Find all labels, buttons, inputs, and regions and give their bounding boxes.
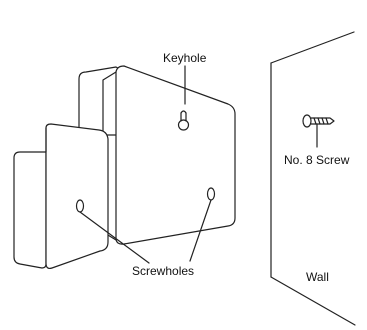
screw-label: No. 8 Screw — [284, 153, 350, 167]
screw-icon — [302, 114, 335, 128]
screwhole-leader-left — [79, 211, 150, 264]
wall-label: Wall — [306, 270, 329, 284]
mounting-plate — [102, 65, 236, 245]
wall-panel — [270, 31, 356, 326]
keyhole-slot — [177, 110, 190, 131]
keyhole-label: Keyhole — [163, 51, 207, 65]
screwhole-leader-right — [189, 199, 212, 262]
screwholes-label: Screwholes — [132, 264, 195, 278]
front-box — [13, 123, 109, 270]
